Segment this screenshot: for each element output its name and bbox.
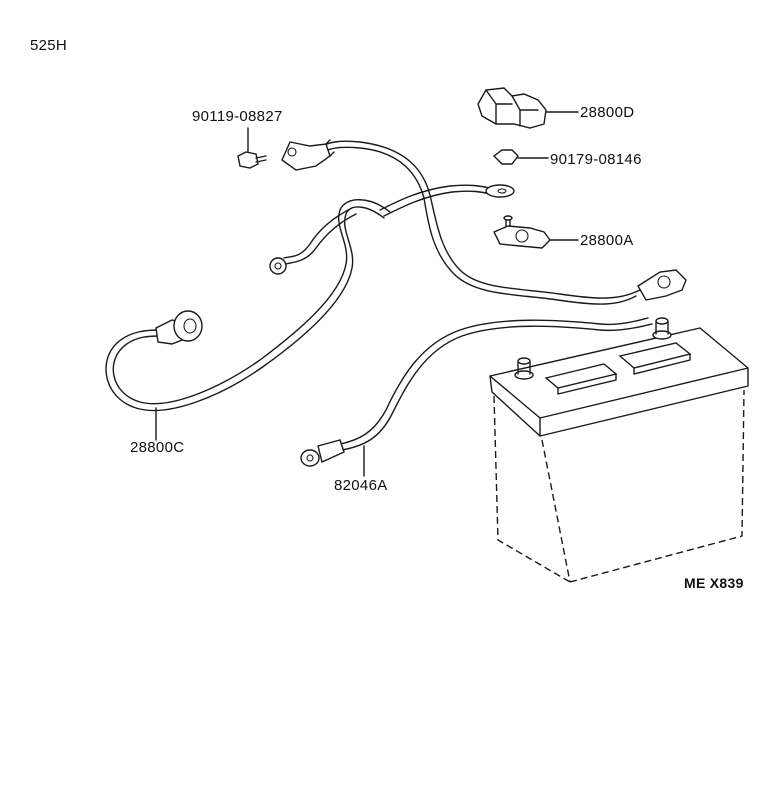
branch-cable: [379, 184, 515, 217]
label-ground-cable: 28800C: [130, 439, 184, 456]
battery: [489, 317, 749, 583]
label-terminal-nut: 90179-08146: [550, 151, 642, 168]
terminal-cover-28800D: [477, 87, 579, 129]
figure-ref: ME X839: [684, 575, 744, 591]
ground-cable-28800C: [105, 199, 391, 412]
label-cable-bolt: 90119-08827: [192, 108, 283, 125]
cable-bolt-90119-08827: [237, 127, 267, 169]
label-terminal-cover: 28800D: [580, 104, 634, 121]
positive-cable-28800A: [281, 139, 687, 305]
diagram-code: 525H: [30, 37, 67, 54]
positive-terminal-clamp: [493, 215, 579, 249]
label-negative-cable: 82046A: [334, 477, 388, 494]
negative-cable-82046A: [300, 317, 653, 467]
terminal-nut-90179-08146: [492, 149, 549, 165]
label-positive-cable: 28800A: [580, 232, 634, 249]
